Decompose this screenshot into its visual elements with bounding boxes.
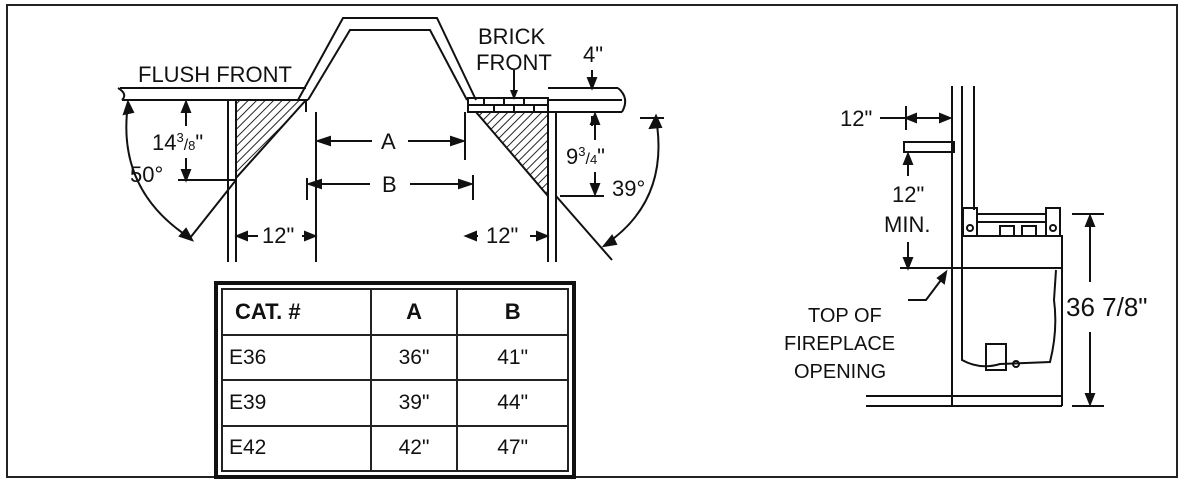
cell-cat: E36 [221, 333, 372, 382]
dim-4-line [586, 70, 598, 126]
spec-table: CAT. # A B E36 36" 41" E39 39" 44" E42 4… [221, 288, 569, 473]
brick-label-line2: FRONT [476, 50, 552, 75]
catalog-spec-table: CAT. # A B E36 36" 41" E39 39" 44" E42 4… [214, 281, 576, 479]
cell-cat: E39 [221, 379, 372, 427]
cell-a: 39" [369, 379, 459, 427]
dim-14-3-8-line [178, 99, 236, 183]
left-combustible-zone [227, 99, 309, 262]
cell-b: 47" [456, 424, 569, 473]
top-label-line1: TOP OF [808, 305, 882, 327]
fireplace-interior [961, 268, 1057, 368]
cell-a: 42" [369, 424, 459, 473]
dim-12-top-label: 12" [840, 106, 872, 131]
cell-b: 44" [456, 379, 569, 427]
mantel-shelf [903, 141, 955, 153]
header-b: B [456, 288, 569, 336]
top-label-line2: FIREPLACE [784, 333, 895, 355]
plan-view [117, 17, 664, 262]
dim-9-3-4-label: 93/4" [566, 144, 605, 169]
cell-cat: E42 [221, 424, 372, 473]
flush-front-label: FLUSH FRONT [138, 62, 292, 87]
dim-b-line [305, 178, 475, 190]
dim-12-right-line [463, 230, 550, 242]
hood-body [961, 235, 1063, 269]
cell-a: 36" [369, 333, 459, 382]
control-box [985, 343, 1007, 371]
dim-12-left-label: 12" [262, 223, 294, 248]
spec-header-row: CAT. # A B [221, 288, 569, 336]
dim-12-left-line [234, 230, 318, 242]
angle-50-label: 50° [130, 162, 163, 187]
brick-label-line1: BRICK [478, 24, 546, 49]
dim-9-3-4-line [560, 111, 604, 197]
cell-b: 41" [456, 333, 569, 382]
top-of-opening-leader [908, 275, 945, 301]
angle-39-indicator [555, 113, 664, 261]
dim-12-right-label: 12" [486, 223, 518, 248]
dim-36-7-8-line [1072, 213, 1104, 407]
dim-a-label: A [381, 129, 396, 154]
brick-front [467, 87, 627, 113]
side-view-labels: 12" 12" MIN. TOP OF FIREPLACE OPENING 36… [784, 106, 1148, 383]
dim-14-3-8-label: 143/8" [152, 130, 203, 155]
header-a: A [369, 288, 459, 336]
fireplace-hood-outline [297, 17, 477, 101]
dim-12-min-line [900, 151, 956, 271]
top-label-line3: OPENING [794, 361, 886, 383]
flush-front-wall [117, 87, 308, 101]
side-view [866, 86, 1104, 407]
dim-b-label: B [382, 172, 397, 197]
table-row: E36 36" 41" [221, 333, 569, 382]
angle-50-indicator [122, 99, 237, 242]
table-row: E42 42" 47" [221, 424, 569, 473]
dim-a-line [314, 135, 467, 147]
table-row: E39 39" 44" [221, 379, 569, 427]
dim-12-min-line2: MIN. [884, 212, 930, 237]
angle-39-label: 39° [612, 176, 645, 201]
height-label: 36 7/8" [1066, 292, 1148, 322]
dim-12-min-line1: 12" [892, 182, 924, 207]
header-cat: CAT. # [221, 288, 372, 336]
plan-view-labels: FLUSH FRONT BRICK FRONT 4" A B 143/8" 93… [130, 24, 645, 248]
dim-4-label: 4" [583, 42, 603, 67]
dim-12-top-line [880, 106, 953, 130]
right-combustible-zone [473, 111, 557, 262]
